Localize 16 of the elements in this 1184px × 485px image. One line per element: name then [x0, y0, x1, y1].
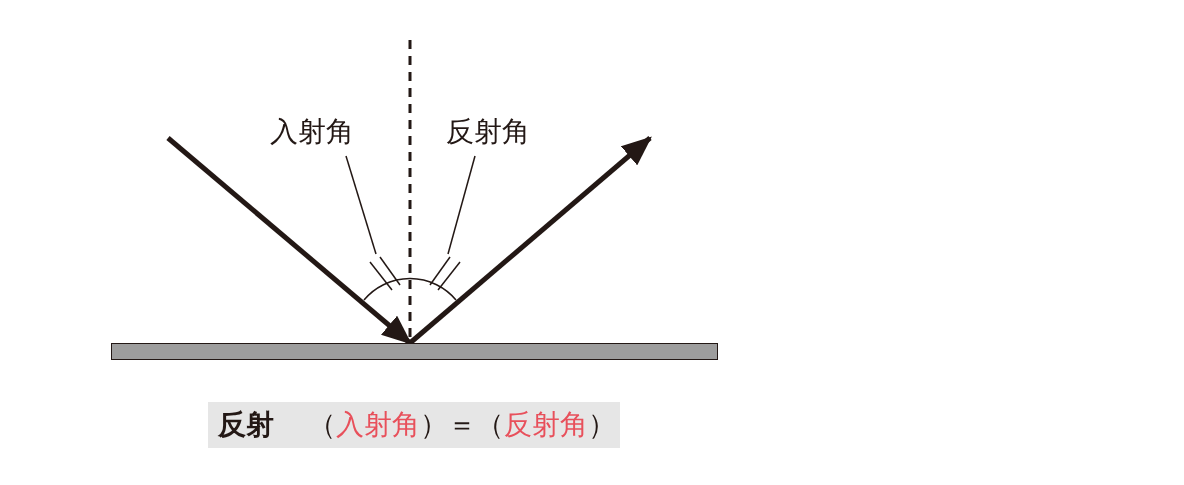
bracket-text: ）: [588, 407, 616, 443]
formula-banner: [208, 402, 620, 448]
handwritten-answer: 反射角: [504, 407, 588, 443]
bracket-text: ）＝（: [420, 407, 504, 443]
angle-tick-mark: [429, 256, 461, 291]
angle-label: 入射角: [252, 112, 372, 152]
leader-line: [345, 155, 377, 255]
light-ray-arrow: [166, 136, 412, 345]
leader-line: [447, 155, 476, 255]
light-ray-arrow: [408, 136, 652, 345]
angle-tick-mark: [369, 256, 401, 291]
heading-text: 反射: [218, 407, 274, 443]
bracket-text: （: [308, 407, 336, 443]
handwritten-answer: 入射角: [336, 407, 420, 443]
angle-label: 反射角: [428, 112, 548, 152]
mirror-bar: [111, 343, 718, 360]
